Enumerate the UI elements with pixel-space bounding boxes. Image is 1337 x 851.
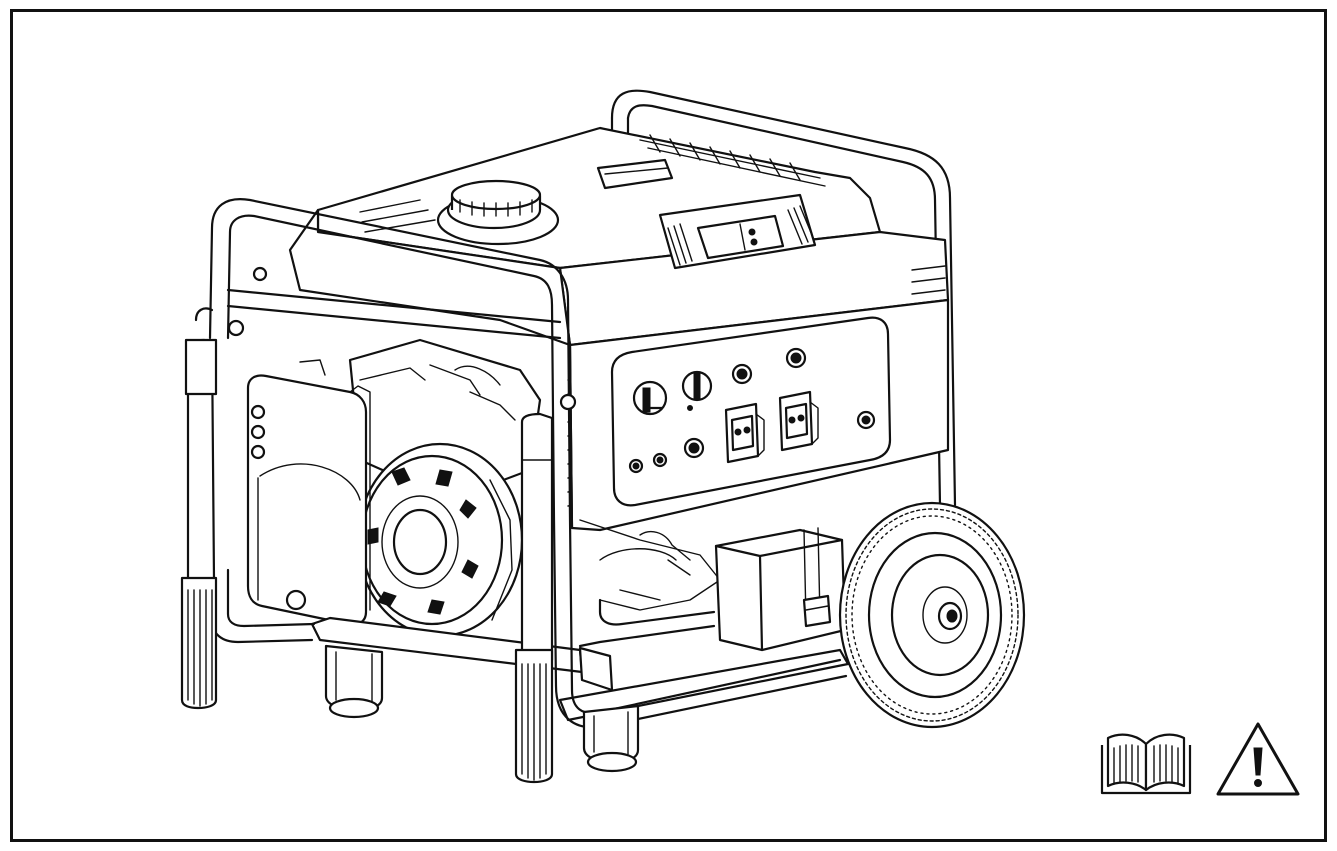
frame-cross-rail [226, 288, 562, 340]
manual-book-icon [1100, 733, 1192, 795]
circuit-breaker-buttons [683, 347, 876, 459]
control-panel [610, 316, 892, 507]
motor-mount [578, 646, 614, 692]
rubber-foot-right [582, 704, 640, 773]
recoil-starter [356, 442, 524, 638]
dc-terminals [628, 452, 668, 474]
voltage-selector-knob [681, 370, 713, 411]
wheel [838, 501, 1026, 729]
fuel-gauge [658, 193, 817, 270]
base-frame [310, 519, 850, 722]
handle-grip-left [180, 307, 218, 710]
ac-outlet-left [724, 402, 765, 464]
engine-switch [632, 380, 668, 416]
ac-outlet-right [778, 390, 819, 452]
battery-box [714, 527, 847, 652]
rear-frame-tube [610, 89, 957, 507]
warning-triangle-icon [1216, 722, 1300, 796]
fuel-cap [436, 179, 560, 246]
rubber-foot-left [324, 644, 384, 719]
air-filter-box [246, 374, 371, 626]
handle-grip-right [514, 412, 554, 784]
fuel-valve [639, 530, 691, 576]
front-frame-tube [208, 198, 848, 729]
